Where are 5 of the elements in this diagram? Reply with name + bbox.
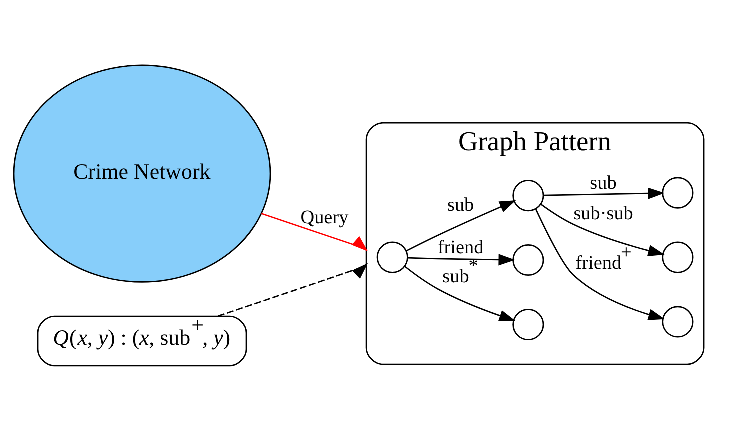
edge-label: friend <box>438 238 484 259</box>
edge-label: sub <box>590 173 617 194</box>
edge-label: sub <box>447 195 474 216</box>
edge-label: sub·sub <box>574 203 634 224</box>
edge-label: Query <box>300 208 349 229</box>
